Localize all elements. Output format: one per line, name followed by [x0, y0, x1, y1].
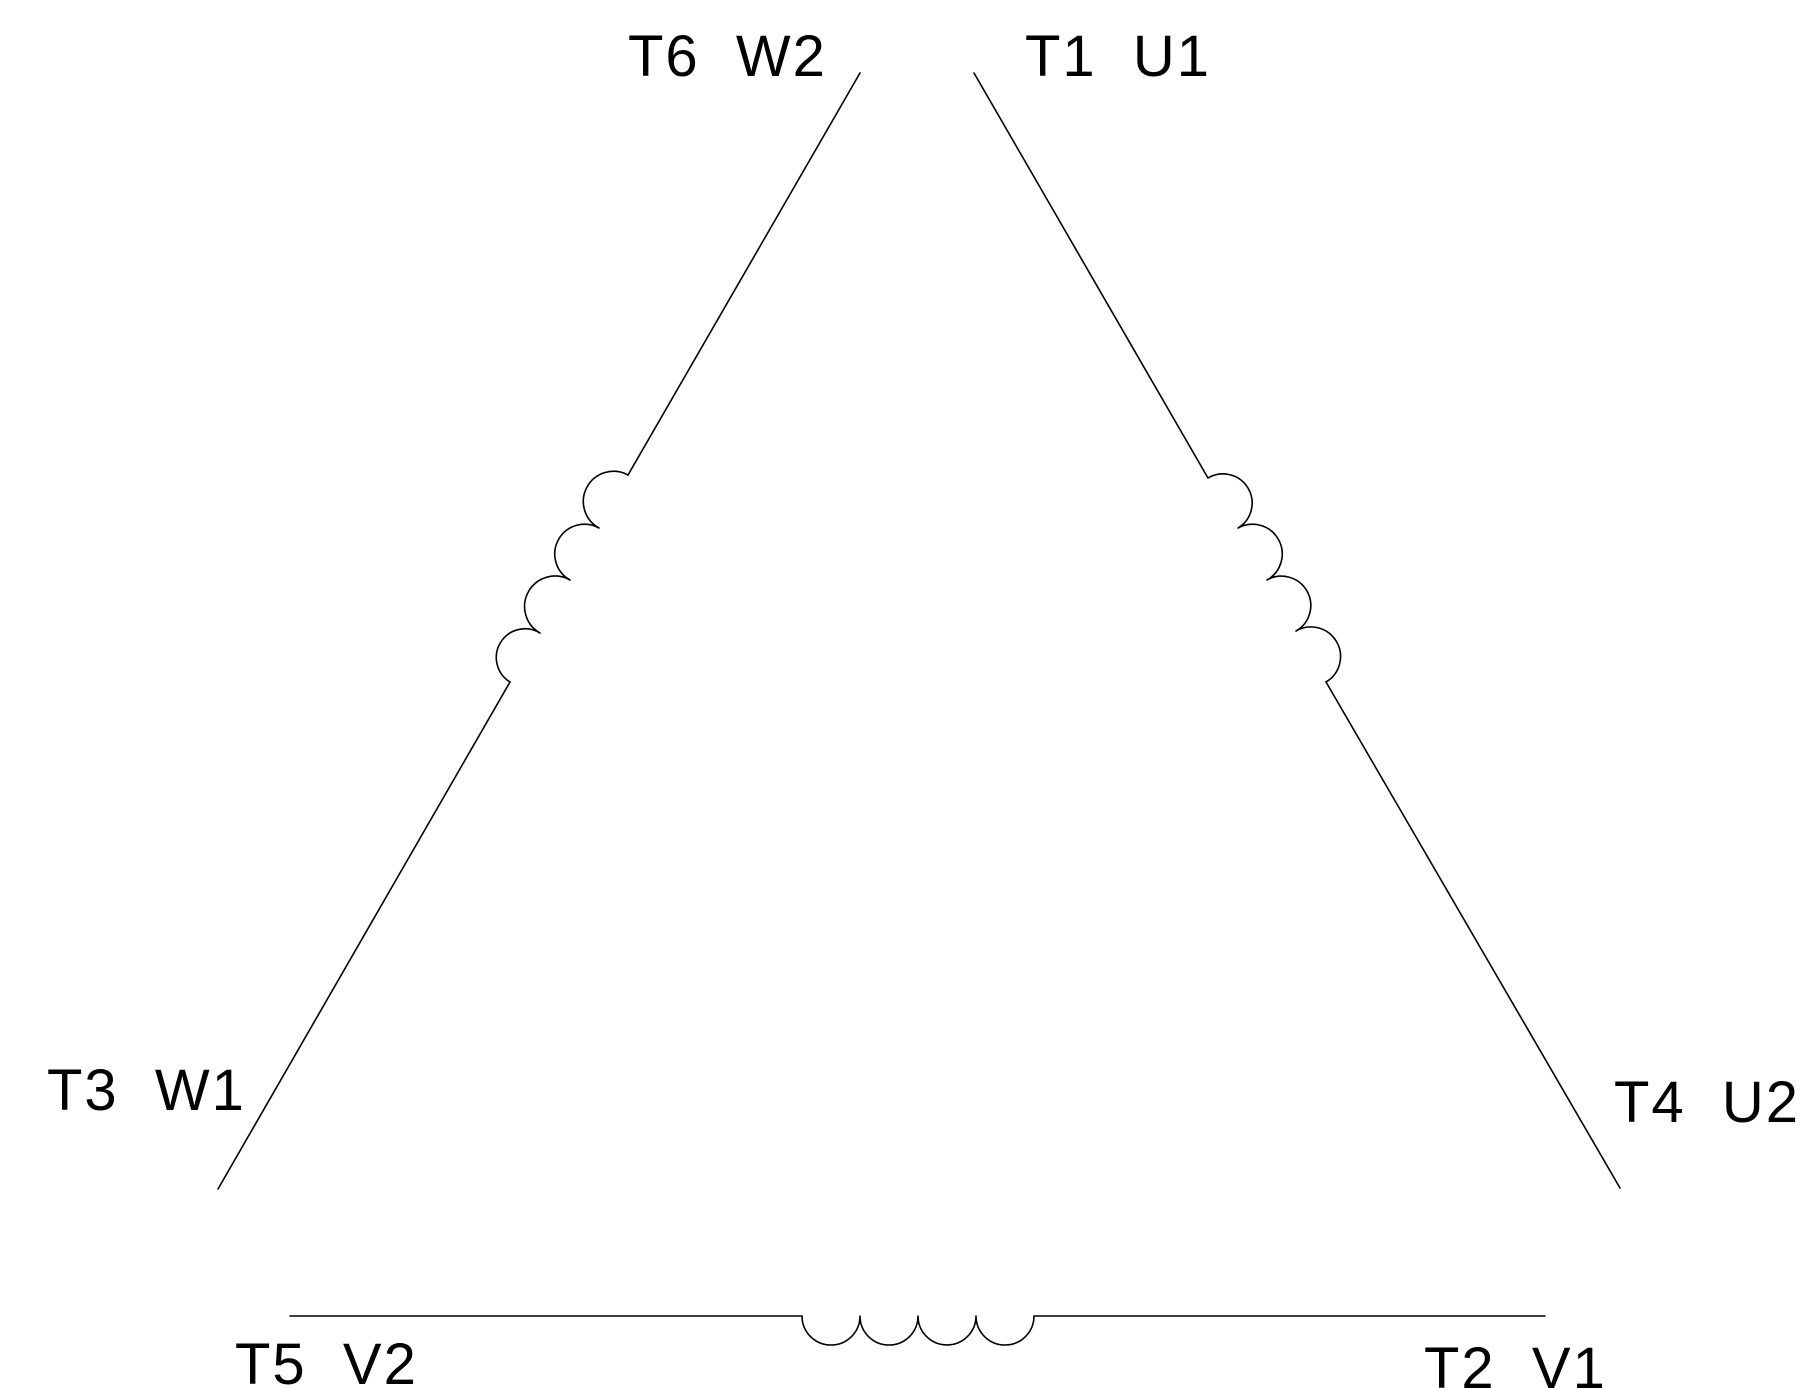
right-winding-coil	[1207, 473, 1342, 683]
bottom-winding-coil	[801, 1315, 1035, 1346]
terminal-label-t4-u2: T4 U2	[1614, 1070, 1800, 1135]
left-winding-lower-lead	[217, 681, 511, 1190]
left-winding-coil	[495, 470, 629, 683]
right-winding-upper-lead	[973, 72, 1209, 479]
terminal-label-t3-w1: T3 W1	[47, 1058, 246, 1123]
left-winding-upper-lead	[627, 72, 861, 476]
left-winding	[217, 72, 861, 1190]
right-winding-lower-lead	[1325, 681, 1621, 1189]
terminal-label-t2-v1: T2 V1	[1424, 1336, 1607, 1388]
terminal-label-t6-w2: T6 W2	[628, 24, 827, 89]
bottom-winding	[289, 1315, 1546, 1346]
terminal-label-t5-v2: T5 V2	[235, 1332, 418, 1388]
right-winding	[973, 72, 1621, 1189]
terminal-label-t1-u1: T1 U1	[1025, 24, 1211, 89]
